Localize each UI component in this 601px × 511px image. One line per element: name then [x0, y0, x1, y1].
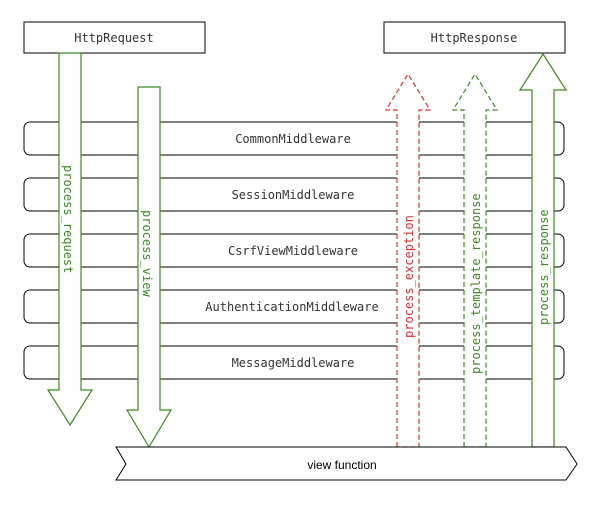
http-request-box: HttpRequest: [23, 21, 206, 54]
middleware-label-authentication: AuthenticationMiddleware: [205, 300, 378, 314]
process-exception-label: process_exception: [402, 215, 416, 338]
view-function-label: view function: [307, 458, 376, 472]
process-request-arrow: [46, 52, 94, 427]
middleware-label-message: MessageMiddleware: [232, 356, 355, 370]
process-template-response-label: process_template_response: [469, 193, 483, 374]
process-view-arrow: [125, 86, 173, 449]
middleware-labels: CommonMiddleware SessionMiddleware CsrfV…: [204, 131, 380, 372]
process-template-response-arrow: [451, 72, 499, 448]
middleware-label-csrf: CsrfViewMiddleware: [228, 244, 358, 258]
http-request-label: HttpRequest: [74, 31, 153, 45]
http-response-box: HttpResponse: [383, 21, 566, 54]
middleware-label-common: CommonMiddleware: [235, 132, 351, 146]
process-view-label: process_view: [140, 210, 154, 297]
http-response-label: HttpResponse: [431, 31, 518, 45]
process-exception-arrow: [384, 72, 432, 448]
middleware-label-session: SessionMiddleware: [232, 188, 355, 202]
view-function-box: view function: [115, 446, 578, 481]
process-request-label: process_request: [61, 165, 75, 273]
process-response-arrow: [518, 52, 568, 448]
process-response-label: process_response: [537, 209, 551, 325]
